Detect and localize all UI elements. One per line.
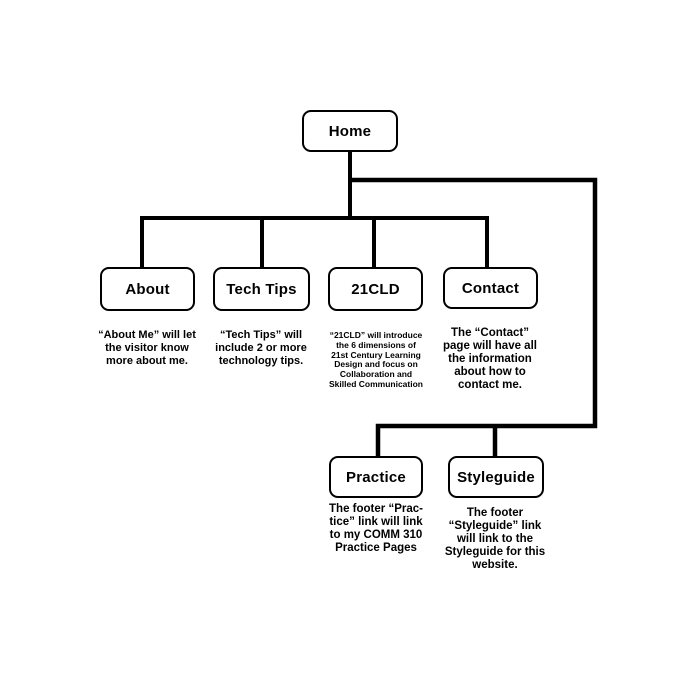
node-styleguide: Styleguide	[448, 456, 544, 498]
node-home: Home	[302, 110, 398, 152]
node-21cld-label: 21CLD	[351, 280, 400, 298]
node-practice: Practice	[329, 456, 423, 498]
node-tech-tips-description: “Tech Tips” will include 2 or more techn…	[215, 329, 307, 367]
node-contact-label: Contact	[461, 279, 520, 297]
node-practice-description: The footer “Prac- tice” link will link t…	[329, 503, 423, 554]
node-21cld-description: “21CLD” will introduce the 6 dimensions …	[329, 330, 423, 389]
node-styleguide-label: Styleguide	[457, 468, 535, 486]
node-contact-description: The “Contact” page will have all the inf…	[443, 327, 537, 391]
node-contact: Contact	[443, 267, 538, 309]
node-about: About	[100, 267, 195, 311]
node-21cld: 21CLD	[328, 267, 423, 311]
node-about-description: “About Me” will let the visitor know mor…	[98, 329, 196, 367]
node-home-label: Home	[328, 122, 372, 140]
node-practice-label: Practice	[346, 468, 406, 486]
node-styleguide-description: The footer “Styleguide” link will link t…	[444, 507, 546, 571]
node-about-label: About	[125, 280, 170, 298]
connector-right-branch	[348, 177, 598, 457]
connector-children-bar	[140, 216, 489, 267]
node-tech-tips-label: Tech Tips	[226, 280, 297, 298]
node-tech-tips: Tech Tips	[213, 267, 310, 311]
